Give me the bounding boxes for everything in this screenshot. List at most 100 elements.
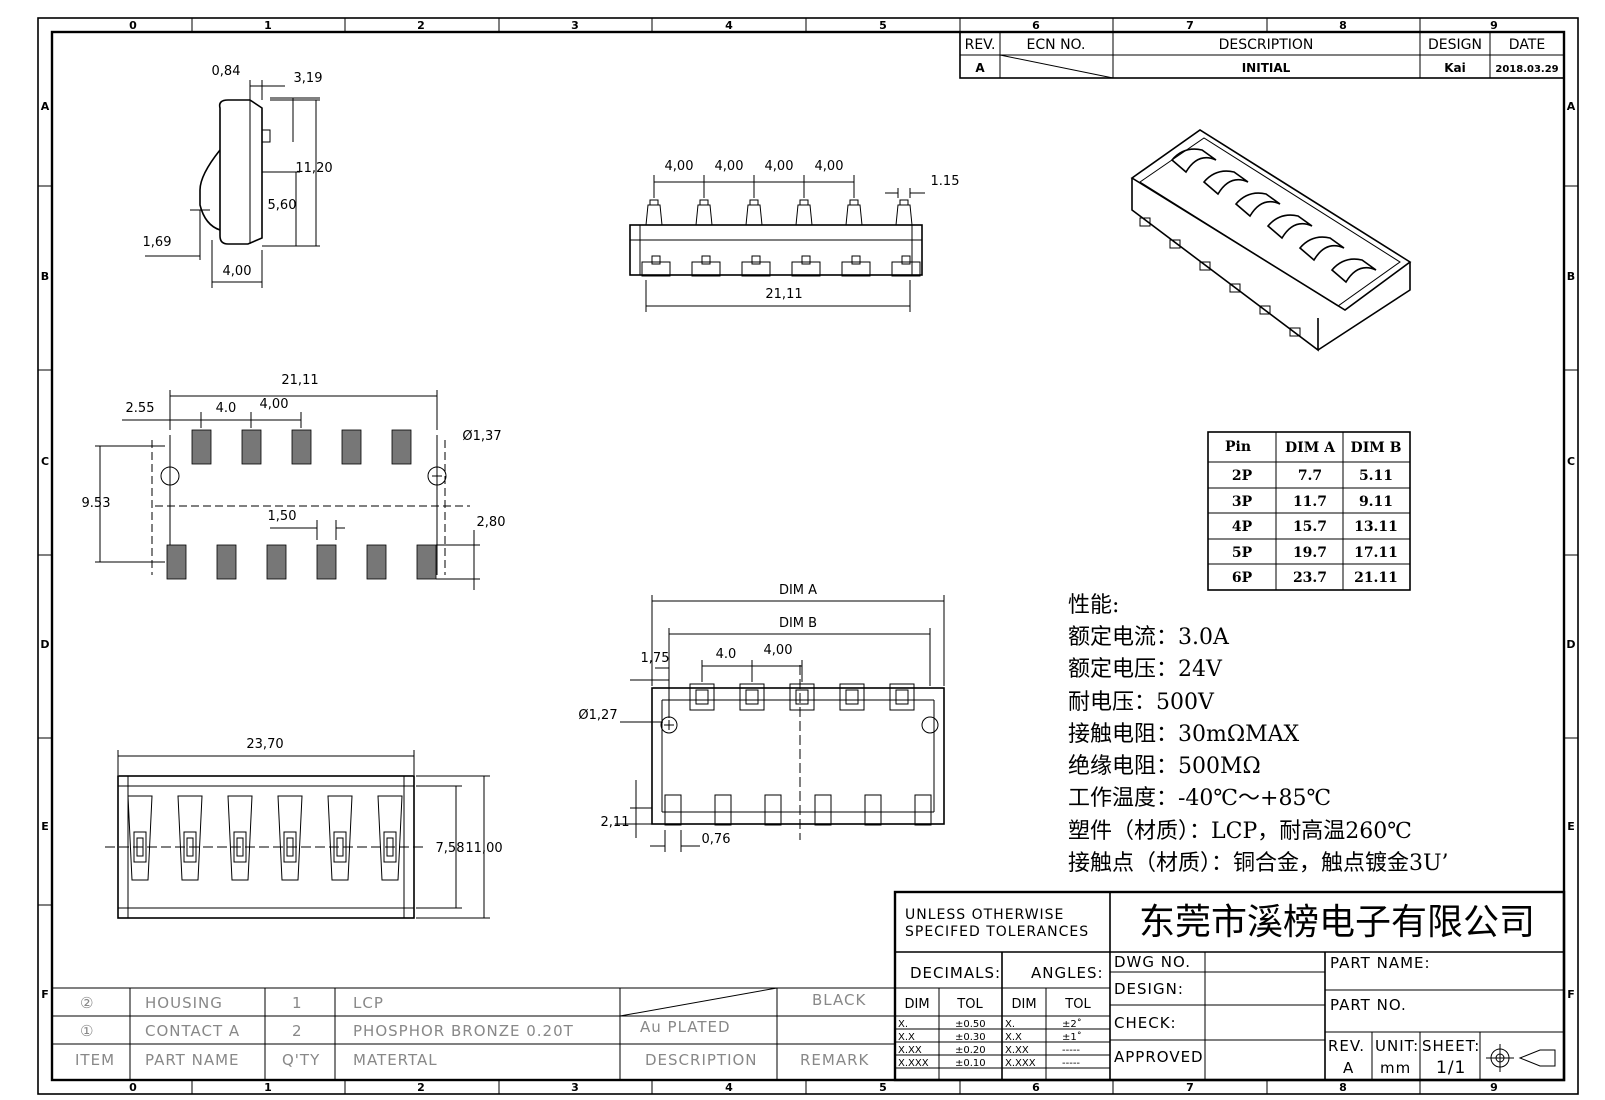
tol-col-header: TOL	[956, 997, 983, 1012]
part-no-label: PART NO.	[1330, 996, 1407, 1014]
bom-cell: LCP	[353, 994, 384, 1012]
tolerance-heading: SPECIFED TOLERANCES	[905, 924, 1089, 940]
row-label-left: B	[41, 270, 49, 283]
dim-label: 4,00	[665, 159, 694, 174]
dim-label: 3,19	[294, 71, 323, 86]
locating-hole	[160, 466, 180, 486]
dim-label: 4.0	[716, 647, 737, 662]
solder-pad	[341, 429, 362, 465]
side-view: 0,84 3,19 11,20 5,60 1,69 4,00	[143, 64, 333, 288]
col-label-top: 0	[129, 19, 137, 32]
col-label-bottom: 8	[1339, 1081, 1347, 1094]
row-label-right: E	[1567, 820, 1575, 833]
dim-label: DIM B	[779, 616, 817, 631]
date-header: DATE	[1509, 37, 1545, 53]
design-label: DESIGN:	[1114, 980, 1184, 998]
solder-pad	[316, 544, 337, 580]
table-cell: 6P	[1232, 570, 1253, 586]
tol-cell: X.XX	[898, 1045, 922, 1056]
col-label-top: 1	[264, 19, 272, 32]
table-cell: 21.11	[1354, 570, 1398, 586]
row-label-left: D	[40, 638, 49, 651]
spec-line: 接触点（材质）：铜合金，触点镀金3U’	[1068, 851, 1449, 876]
dim-label: 4,00	[815, 159, 844, 174]
row-label-right: F	[1567, 988, 1575, 1001]
bom-cell: Q'TY	[282, 1051, 320, 1069]
tol-cell: X.XXX	[1005, 1058, 1036, 1069]
spec-line: 塑件（材质）：LCP，耐高温260℃	[1068, 819, 1412, 844]
dim-label: 11,00	[465, 841, 502, 856]
table-header: DIM A	[1285, 440, 1336, 456]
row-label-left: F	[41, 988, 49, 1001]
dim-label: 21,11	[765, 287, 802, 302]
bom-cell: MATERTAL	[353, 1051, 438, 1069]
angles-label: ANGLES:	[1031, 964, 1104, 982]
col-label-top: 4	[725, 19, 733, 32]
col-label-top: 3	[571, 19, 579, 32]
rev-value: A	[1343, 1059, 1354, 1077]
rev-label: REV.	[1328, 1037, 1365, 1055]
bom-cell: ①	[80, 1022, 94, 1040]
dim-label: 23,70	[246, 737, 283, 752]
tol-cell: -----	[1062, 1058, 1080, 1069]
part-name-label: PART NAME:	[1330, 954, 1431, 972]
tol-cell: ±0.50	[955, 1019, 986, 1030]
table-cell: 11.7	[1293, 494, 1327, 510]
bom-cell: CONTACT A	[145, 1022, 240, 1040]
tol-cell: ±2˚	[1062, 1018, 1082, 1030]
dim-label: 7,58	[436, 841, 465, 856]
dim-label: 4,00	[764, 643, 793, 658]
drawing-frame: 0 1 2 3 4 5 6 7 8 9 0 1 2 3 4 5 6 7 8 9 …	[37, 17, 1579, 1095]
tol-cell: X.XXX	[898, 1058, 929, 1069]
bom-cell: ②	[80, 994, 94, 1012]
tol-col-header: TOL	[1064, 997, 1091, 1012]
check-label: CHECK:	[1114, 1014, 1177, 1032]
dim-label: 2.55	[126, 401, 155, 416]
table-header: Pin	[1225, 439, 1251, 455]
spec-line: 接触电阻：30mΩMAX	[1068, 722, 1300, 747]
solder-pad	[241, 429, 262, 465]
front-view-pins	[641, 199, 921, 277]
table-header: DIM B	[1351, 440, 1402, 456]
row-label-right: C	[1567, 455, 1575, 468]
dim-label: DIM A	[779, 583, 817, 598]
solder-pad	[216, 544, 237, 580]
description-value: INITIAL	[1242, 61, 1291, 75]
solder-pad	[266, 544, 287, 580]
table-cell: 9.11	[1359, 494, 1393, 510]
dim-label: 1,50	[268, 509, 297, 524]
title-block: UNLESS OTHERWISE SPECIFED TOLERANCES DEC…	[893, 890, 1566, 1082]
col-label-bottom: 3	[571, 1081, 579, 1094]
row-label-right: D	[1566, 638, 1575, 651]
description-header: DESCRIPTION	[1219, 37, 1314, 53]
dim-label: 2,11	[601, 815, 630, 830]
dim-label: 0,76	[702, 832, 731, 847]
top-view-contacts	[127, 795, 403, 881]
col-label-bottom: 0	[129, 1081, 137, 1094]
table-cell: 7.7	[1298, 468, 1322, 484]
tol-cell: X.	[1005, 1019, 1015, 1030]
top-view: 23,70 7,58 11,00	[105, 737, 503, 919]
spec-line: 额定电压：24V	[1068, 657, 1223, 682]
dim-label: 5,60	[268, 198, 297, 213]
projection-symbol-icon	[1486, 1044, 1556, 1072]
col-label-top: 6	[1032, 19, 1040, 32]
row-label-left: E	[41, 820, 49, 833]
tol-cell: ±0.10	[955, 1058, 986, 1069]
dim-label: 9.53	[82, 496, 111, 511]
sheet-label: SHEET:	[1422, 1037, 1480, 1055]
table-cell: 4P	[1232, 519, 1253, 535]
table-cell: 15.7	[1293, 519, 1327, 535]
bom-cell: HOUSING	[145, 994, 223, 1012]
bottom-view-contacts	[664, 683, 932, 826]
col-label-top: 2	[417, 19, 425, 32]
solder-pad	[291, 429, 312, 465]
table-cell: 23.7	[1293, 570, 1327, 586]
bom-cell: 2	[292, 1022, 303, 1040]
bom-cell: 1	[292, 994, 303, 1012]
table-cell: 2P	[1232, 468, 1253, 484]
pin-dimension-table: Pin DIM A DIM B 2P 7.7 5.11 3P 11.7 9.11…	[1207, 431, 1411, 591]
locating-hole	[427, 466, 447, 486]
date-value: 2018.03.29	[1495, 64, 1558, 75]
dim-label: 4,00	[223, 264, 252, 279]
